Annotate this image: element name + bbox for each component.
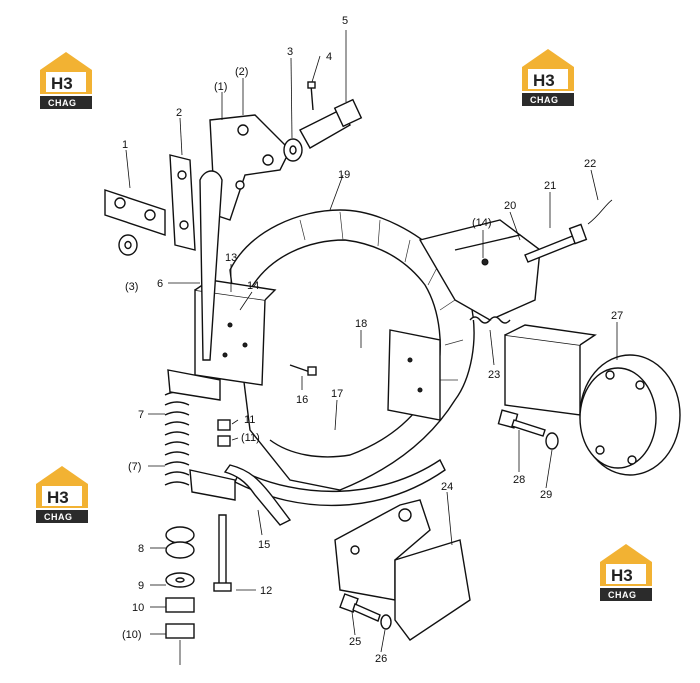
callout-20: 20 [504,200,516,212]
hub-flange [504,324,681,476]
bolt-28 [497,409,559,450]
bracket [418,219,541,321]
lever-bracket-top [209,114,291,221]
logo-mark: H3 [47,488,69,507]
callout-4: 4 [326,51,332,63]
rod-6 [199,170,223,361]
callout-15: 15 [258,539,270,551]
bolt-12 [213,514,232,592]
callout-8: 8 [138,543,144,555]
callout-1: 1 [122,139,128,151]
callout-16: 16 [296,394,308,406]
callout-2-alt: (2) [235,66,248,78]
nut-11 [217,419,231,447]
callout-27: 27 [611,310,623,322]
callout-28: 28 [513,474,525,486]
logo-wordmark: CHAG [48,98,77,108]
bolt-4 [307,81,316,111]
lever-1 [104,189,166,236]
callout-19: 19 [338,169,350,181]
callout-11-alt: (11) [241,432,260,444]
callout-9: 9 [138,580,144,592]
callout-17: 17 [331,388,343,400]
logo-wordmark: CHAG [608,590,637,600]
callout-21: 21 [544,180,556,192]
spring-small [469,316,511,324]
callout-13: 13 [225,252,237,264]
washer-3 [283,138,303,162]
callout-22: 22 [584,158,596,170]
logo-wordmark: CHAG [44,512,73,522]
callout-1-alt: (1) [214,81,227,93]
bolt-25 [339,593,392,630]
lever-2 [169,154,196,251]
bolt-long [524,199,613,263]
logo-mark: H3 [611,566,633,585]
callout-3-alt: (3) [125,281,138,293]
callout-3: 3 [287,46,293,58]
brand-logo-top-left: H3 CHAG [40,52,92,109]
callout-14: 14 [247,280,259,292]
callout-labels: 1 2 (1) (2) 3 (3) 4 5 6 7 (7) 8 9 10 (10… [122,15,623,665]
callout-12: 12 [260,585,272,597]
callout-11: 11 [244,414,255,426]
callout-23: 23 [488,369,500,381]
callout-6: 6 [157,278,163,290]
callout-26: 26 [375,653,387,665]
logo-mark: H3 [533,71,555,90]
support-bracket [334,499,471,641]
washer-left [118,234,138,256]
brand-logo-bottom-left: H3 CHAG [36,466,88,523]
brand-logo-top-right: H3 CHAG [522,49,574,106]
logo-wordmark: CHAG [530,95,559,105]
lining-block-right [387,329,441,421]
callout-14-alt: (14) [472,217,492,229]
bolt-16 [289,364,317,376]
leader-lines [125,30,618,653]
washer-stack [165,526,195,665]
callout-10: 10 [132,602,144,614]
callout-25: 25 [349,636,361,648]
brand-logo-bottom-right: H3 CHAG [600,544,652,601]
callout-7-alt: (7) [128,461,141,473]
callout-24: 24 [441,481,453,493]
callout-29: 29 [540,489,552,501]
pin-5 [299,98,363,149]
callout-10-alt: (10) [122,629,142,641]
callout-2: 2 [176,107,182,119]
callout-18: 18 [355,318,367,330]
callout-7: 7 [138,409,144,421]
callout-5: 5 [342,15,348,27]
spring-large [164,369,236,501]
logo-mark: H3 [51,74,73,93]
